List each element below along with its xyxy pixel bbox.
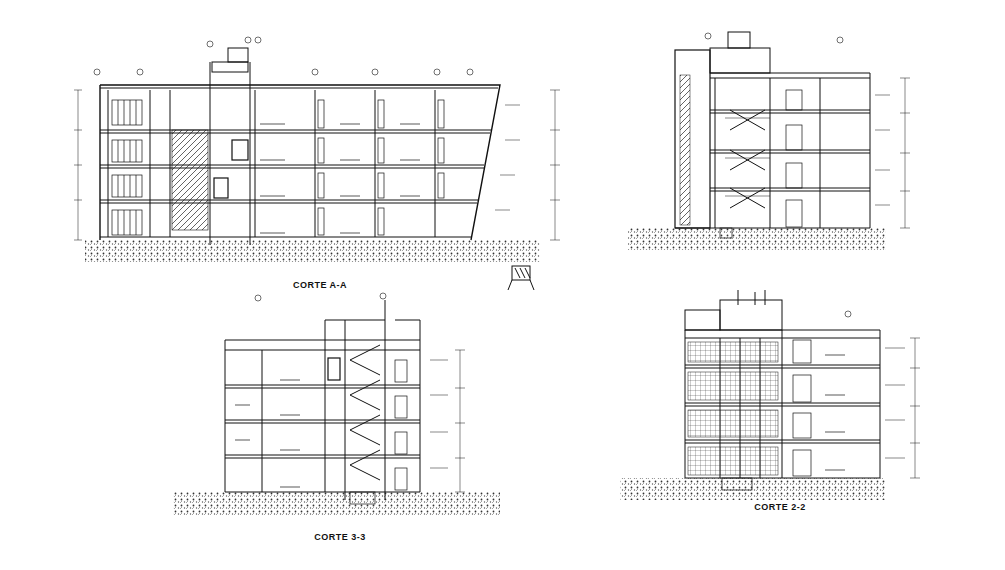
section-caption: CORTE A-A xyxy=(293,280,347,290)
section-a-a xyxy=(74,37,560,290)
section-3-3 xyxy=(173,293,500,515)
section-top-right xyxy=(628,32,910,250)
section-2-2 xyxy=(620,290,920,500)
section-caption: CORTE 3-3 xyxy=(314,532,366,542)
section-caption: CORTE 2-2 xyxy=(754,502,806,512)
